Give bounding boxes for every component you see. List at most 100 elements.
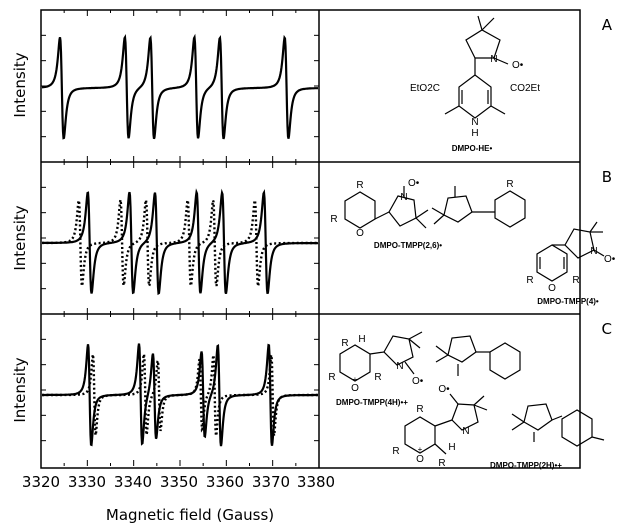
substituent-label: R bbox=[392, 446, 399, 457]
structure-dmpo-tmpp-2h-mirror bbox=[511, 403, 605, 447]
pyran-ring bbox=[494, 190, 526, 228]
substituent-label: R bbox=[416, 404, 423, 415]
x-tick-label: 3330 bbox=[68, 473, 106, 491]
dihydropyridine-ring bbox=[458, 74, 492, 119]
methyl-bond bbox=[431, 207, 445, 216]
substituent-label: N bbox=[400, 192, 407, 203]
substituent-label: H bbox=[471, 128, 478, 139]
pyran-ring bbox=[344, 191, 376, 229]
methyl-bond bbox=[473, 395, 485, 406]
substituent-label: H bbox=[358, 334, 365, 345]
substituent-label: O• bbox=[512, 60, 524, 71]
substituent-label: R bbox=[572, 275, 579, 286]
substituent-label: O bbox=[351, 383, 359, 394]
substituent-label: R bbox=[374, 372, 381, 383]
x-tick-label: 3320 bbox=[22, 473, 60, 491]
x-tick-label: 3370 bbox=[252, 473, 290, 491]
methyl-bond bbox=[589, 221, 598, 233]
n-o-bond bbox=[404, 361, 415, 375]
substituent-label: R bbox=[506, 179, 513, 190]
n-o-bond bbox=[449, 393, 459, 405]
substituent-label: CO2Et bbox=[510, 83, 540, 94]
compound-name: DMPO-TMPP(4)• bbox=[537, 297, 599, 306]
compound-name: DMPO-HE• bbox=[452, 144, 493, 153]
compound-name: DMPO-TMPP(2H)•+ bbox=[490, 461, 562, 470]
methyl-bond bbox=[477, 15, 483, 31]
methyl-bond bbox=[415, 217, 427, 229]
substituent-label: N bbox=[490, 54, 497, 65]
methyl-bond bbox=[415, 209, 429, 219]
structure-dmpo-tmpp-26 bbox=[344, 186, 526, 229]
substituent-label: EtO2C bbox=[410, 83, 440, 94]
methyl-bond bbox=[511, 421, 525, 431]
spectrum-line-solid bbox=[42, 33, 318, 140]
pyran-ring bbox=[489, 342, 521, 380]
substituent-label: O• bbox=[412, 376, 424, 387]
methyl-bond bbox=[591, 436, 605, 441]
substituent-label: O bbox=[356, 228, 364, 239]
substituent-label: N bbox=[396, 361, 403, 372]
n-o-bond bbox=[493, 57, 509, 65]
ylabel-panel-a: Intensity bbox=[11, 52, 29, 117]
panel-letter-c: C bbox=[602, 320, 612, 338]
methyl-bond bbox=[435, 354, 449, 363]
spectrum-line-dotted bbox=[42, 195, 318, 290]
substituent-label: R bbox=[356, 180, 363, 191]
spectrum-line-solid bbox=[42, 188, 319, 296]
pyrroline-ring bbox=[523, 403, 553, 431]
substituent-label: R bbox=[438, 458, 445, 469]
methyl-bond bbox=[490, 105, 506, 115]
methyl-bond bbox=[444, 105, 460, 115]
n-o-bond bbox=[593, 249, 605, 257]
linker-bond bbox=[374, 211, 390, 220]
spectrum-line-solid bbox=[42, 343, 318, 447]
pyran-ring bbox=[561, 409, 593, 447]
substituent-label: R bbox=[328, 372, 335, 383]
x-tick-label: 3340 bbox=[114, 473, 152, 491]
substituent-label: N bbox=[471, 117, 478, 128]
pyrroline-ring bbox=[443, 195, 473, 223]
methyl-bond bbox=[435, 345, 449, 356]
substituent-label: O bbox=[548, 283, 556, 294]
methyl-bond bbox=[433, 214, 445, 225]
ylabel-panel-c: Intensity bbox=[11, 357, 29, 422]
substituent-label: N bbox=[462, 426, 469, 437]
methyl-bond bbox=[511, 413, 525, 423]
substituent-label: + bbox=[353, 375, 358, 384]
pyrroline-ring bbox=[388, 195, 417, 227]
substituent-label: R bbox=[341, 338, 348, 349]
substituent-label: O• bbox=[604, 254, 616, 265]
pyrroline-ring bbox=[383, 335, 414, 366]
pyran-ring bbox=[536, 244, 568, 282]
substituent-label: R bbox=[526, 275, 533, 286]
structure-dmpo-tmpp-4h-mirror bbox=[435, 335, 521, 380]
linker-bond bbox=[434, 419, 453, 427]
axis-ticks bbox=[40, 10, 320, 466]
methyl-bond bbox=[408, 331, 423, 340]
x-tick-labels: 3320 3330 3340 3350 3360 3370 3380 bbox=[22, 473, 335, 491]
ylabel-panel-b: Intensity bbox=[11, 205, 29, 270]
compound-name: DMPO-TMPP(4H)•+ bbox=[336, 398, 408, 407]
x-axis-label: Magnetic field (Gauss) bbox=[106, 506, 274, 524]
substituent-label: + bbox=[418, 445, 423, 454]
structure-dmpo-tmpp-2h bbox=[404, 393, 488, 455]
compound-name: DMPO-TMPP(2,6)• bbox=[374, 241, 442, 250]
x-tick-label: 3350 bbox=[160, 473, 198, 491]
spectra-plots bbox=[42, 33, 319, 447]
pyrroline-ring bbox=[465, 29, 501, 59]
structure-dmpo-he bbox=[444, 15, 509, 119]
substituent-label: O• bbox=[408, 178, 420, 189]
substituent-label: H bbox=[448, 442, 455, 453]
methyl-bond bbox=[473, 404, 488, 411]
linker-bond bbox=[551, 415, 563, 421]
pyrroline-ring bbox=[451, 403, 479, 431]
linker-bond bbox=[369, 351, 385, 355]
panel-letter-b: B bbox=[602, 168, 612, 186]
pyrroline-ring bbox=[447, 335, 477, 363]
outer-frame bbox=[40, 9, 581, 469]
substituent-label: R bbox=[330, 214, 337, 225]
pyrroline-ring bbox=[564, 228, 595, 259]
methyl-bond bbox=[481, 17, 495, 31]
substituent-label: N bbox=[590, 246, 597, 257]
